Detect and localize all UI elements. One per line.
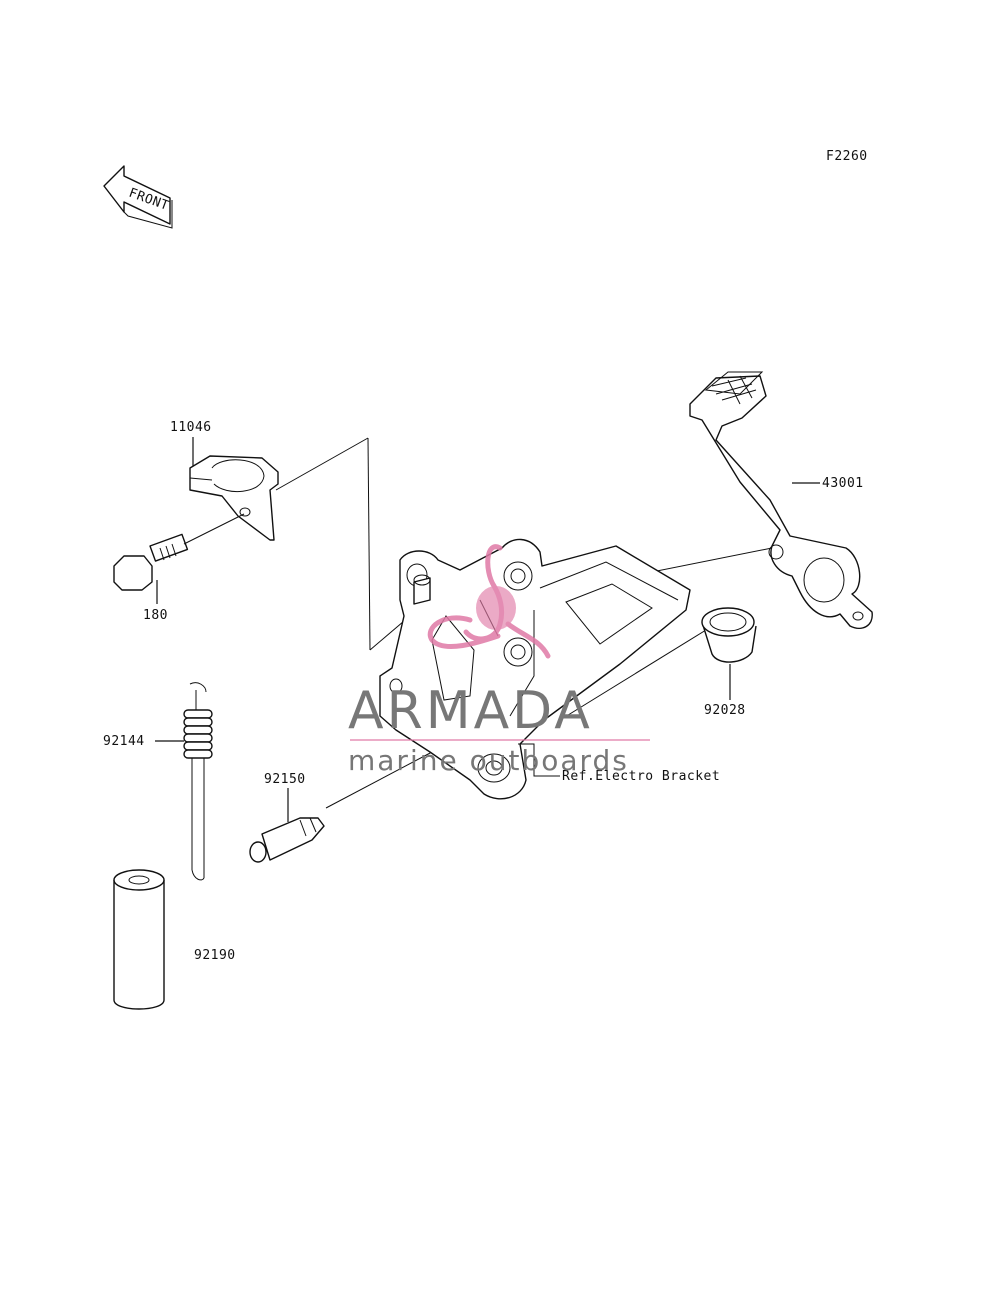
part-92028-collar xyxy=(701,607,757,663)
label-92150: 92150 xyxy=(264,772,306,787)
figure-code: F2260 xyxy=(826,149,868,164)
label-43001: 43001 xyxy=(822,476,864,491)
part-92190-tube xyxy=(113,869,165,1010)
part-92144-spring xyxy=(183,682,213,881)
label-92028: 92028 xyxy=(704,703,746,718)
part-43001-pedal xyxy=(689,371,873,630)
label-92190: 92190 xyxy=(194,948,236,963)
label-180: 180 xyxy=(143,608,168,623)
watermark-tagline: marine outboards xyxy=(348,744,629,777)
part-180-bolt xyxy=(113,533,189,591)
label-92144: 92144 xyxy=(103,734,145,749)
front-arrow-icon: FRONT xyxy=(103,165,173,229)
part-11046-clamp xyxy=(189,455,279,541)
part-92150-pin xyxy=(249,817,325,863)
ref-electro-bracket-label: Ref.Electro Bracket xyxy=(562,769,720,784)
watermark-logo-icon xyxy=(427,544,551,659)
watermark-brand: ARMADA xyxy=(348,681,593,741)
label-11046: 11046 xyxy=(170,420,212,435)
